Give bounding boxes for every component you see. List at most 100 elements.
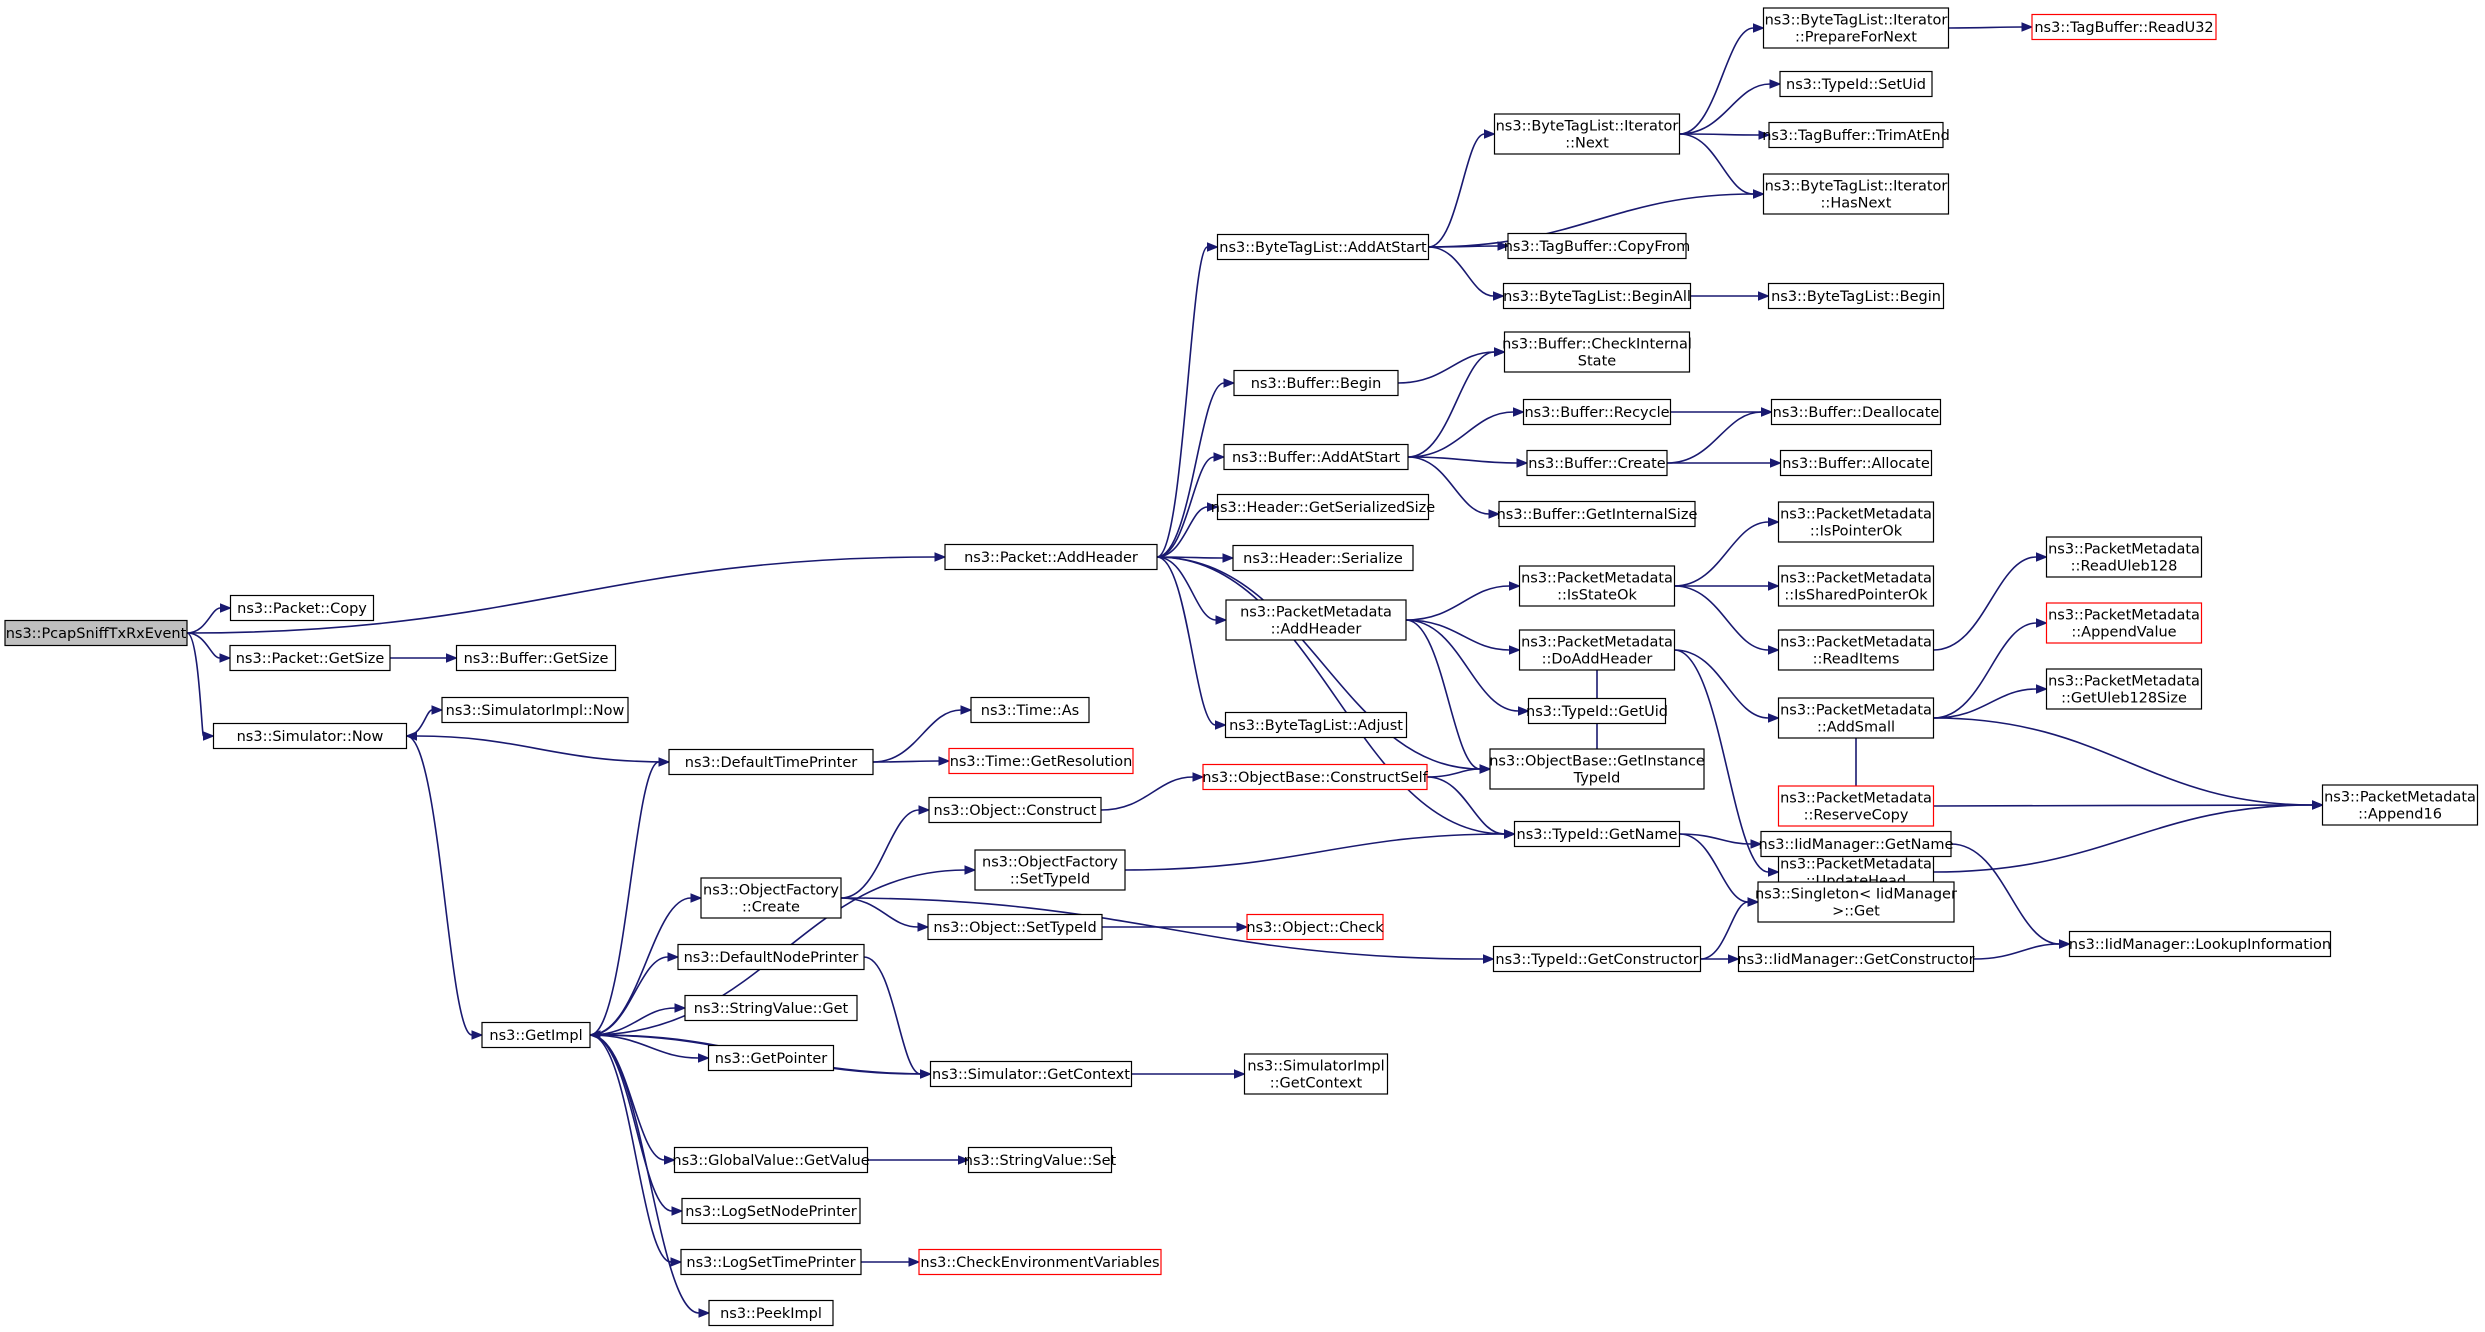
- graph-node[interactable]: ns3::IidManager::LookupInformation: [2068, 930, 2332, 958]
- graph-node[interactable]: ns3::LogSetNodePrinter: [681, 1197, 861, 1225]
- graph-node[interactable]: ns3::Simulator::GetContext: [929, 1060, 1133, 1088]
- graph-node[interactable]: ns3::Buffer::Begin: [1233, 369, 1399, 397]
- graph-node[interactable]: ns3::TagBuffer::TrimAtEnd: [1762, 121, 1950, 149]
- graph-node[interactable]: ns3::PacketMetadata::IsStateOk: [1518, 565, 1676, 607]
- graph-node[interactable]: ns3::DefaultNodePrinter: [677, 943, 865, 971]
- graph-node[interactable]: ns3::Buffer::GetInternalSize: [1497, 500, 1698, 528]
- graph-node[interactable]: ns3::ByteTagList::AddAtStart: [1216, 233, 1430, 261]
- graph-node[interactable]: ns3::TagBuffer::ReadU32: [2031, 13, 2217, 41]
- graph-node[interactable]: ns3::PcapSniffTxRxEvent: [4, 619, 188, 647]
- graph-node[interactable]: ns3::Singleton< IidManager >::Get: [1755, 881, 1957, 923]
- edge-arrowhead: [1484, 129, 1496, 139]
- node-box: [1225, 599, 1407, 641]
- graph-node[interactable]: ns3::SimulatorImpl::GetContext: [1243, 1053, 1389, 1095]
- graph-node[interactable]: ns3::LogSetTimePrinter: [680, 1248, 862, 1276]
- node-box: [1232, 544, 1414, 572]
- call-edge: [405, 731, 670, 763]
- graph-node[interactable]: ns3::PacketMetadata::Append16: [2321, 784, 2479, 826]
- node-label: ns3::Simulator::Now: [237, 729, 384, 745]
- graph-node[interactable]: ns3::Buffer::Allocate: [1779, 449, 1933, 477]
- node-label: ns3::TypeId::GetName: [1517, 827, 1678, 843]
- graph-node[interactable]: ns3::PacketMetadata::GetUleb128Size: [2045, 668, 2203, 710]
- graph-node[interactable]: ns3::Header::Serialize: [1232, 544, 1414, 572]
- edge-arrowhead: [220, 603, 232, 613]
- graph-node[interactable]: ns3::Buffer::GetSize: [455, 644, 617, 672]
- graph-node[interactable]: ns3::Buffer::Deallocate: [1770, 398, 1942, 426]
- graph-node[interactable]: ns3::Buffer::AddAtStart: [1223, 443, 1409, 471]
- graph-node[interactable]: ns3::Time::As: [970, 696, 1090, 724]
- call-edge: [589, 1034, 711, 1318]
- graph-node[interactable]: ns3::PacketMetadata::IsPointerOk: [1777, 501, 1935, 543]
- graph-node[interactable]: ns3::ByteTagList::BeginAll: [1502, 282, 1692, 310]
- node-box: [1737, 945, 1975, 973]
- graph-node[interactable]: ns3::Buffer::Recycle: [1522, 398, 1672, 426]
- graph-node[interactable]: ns3::ByteTagList::Begin: [1767, 282, 1945, 310]
- graph-node[interactable]: ns3::TypeId::GetName: [1513, 820, 1681, 848]
- graph-node[interactable]: ns3::CheckEnvironmentVariables: [918, 1248, 1162, 1276]
- graph-node[interactable]: ns3::ByteTagList::Adjust: [1224, 711, 1408, 739]
- edge-arrowhead: [1768, 581, 1780, 591]
- edge-arrowhead: [1213, 452, 1226, 462]
- graph-node[interactable]: ns3::ObjectBase::ConstructSelf: [1202, 763, 1429, 791]
- node-box: [1526, 449, 1668, 477]
- edge-arrowhead: [917, 922, 930, 932]
- call-edge: [1674, 585, 1780, 655]
- graph-node[interactable]: ns3::PacketMetadata::AddSmall: [1777, 697, 1935, 739]
- edge-arrowhead: [1761, 407, 1773, 417]
- graph-node[interactable]: ns3::GetPointer: [707, 1044, 835, 1072]
- graph-node[interactable]: ns3::ObjectFactory::Create: [700, 877, 842, 919]
- graph-node[interactable]: ns3::Packet::AddHeader: [944, 543, 1158, 571]
- graph-node[interactable]: ns3::TypeId::SetUid: [1779, 70, 1933, 98]
- edge-arrowhead: [1768, 517, 1780, 527]
- graph-node[interactable]: ns3::ByteTagList::Iterator::Next: [1493, 113, 1681, 155]
- graph-node[interactable]: ns3::TypeId::GetUid: [1526, 697, 1668, 725]
- node-label: ns3::PacketMetadata: [1780, 635, 1932, 651]
- node-box: [1216, 233, 1430, 261]
- graph-node[interactable]: ns3::Packet::GetSize: [229, 644, 391, 672]
- graph-node[interactable]: ns3::DefaultTimePrinter: [668, 748, 874, 776]
- graph-node[interactable]: ns3::IidManager::GetName: [1759, 830, 1954, 858]
- node-label: ns3::Object::Check: [1246, 920, 1384, 936]
- graph-node[interactable]: ns3::Time::GetResolution: [948, 747, 1134, 775]
- edge-line: [1426, 768, 1481, 778]
- graph-node[interactable]: ns3::GetImpl: [481, 1021, 591, 1049]
- graph-node[interactable]: ns3::StringValue::Set: [964, 1146, 1117, 1174]
- graph-node[interactable]: ns3::PeekImpl: [708, 1299, 834, 1327]
- graph-node[interactable]: ns3::Object::Construct: [928, 796, 1102, 824]
- graph-node[interactable]: ns3::Object::SetTypeId: [927, 913, 1103, 941]
- edge-arrowhead: [658, 757, 671, 767]
- graph-node[interactable]: ns3::StringValue::Get: [684, 994, 858, 1022]
- graph-node[interactable]: ns3::Header::GetSerializedSize: [1211, 493, 1436, 521]
- edge-line: [1156, 556, 1505, 835]
- graph-node[interactable]: ns3::PacketMetadata::DoAddHeader: [1518, 629, 1676, 671]
- graph-node[interactable]: ns3::TagBuffer::CopyFrom: [1504, 232, 1691, 260]
- graph-node[interactable]: ns3::Packet::Copy: [229, 594, 375, 622]
- graph-node[interactable]: ns3::PacketMetadata::AppendValue: [2045, 602, 2203, 644]
- graph-node[interactable]: ns3::Object::Check: [1246, 913, 1384, 941]
- edge-line: [1426, 776, 1505, 835]
- graph-node[interactable]: ns3::PacketMetadata::AddHeader: [1225, 599, 1407, 641]
- graph-node[interactable]: ns3::PacketMetadata::ReadItems: [1777, 629, 1935, 671]
- node-label: ::AppendValue: [2071, 625, 2176, 641]
- graph-node[interactable]: ns3::SimulatorImpl::Now: [441, 696, 629, 724]
- graph-node[interactable]: ns3::PacketMetadata::IsSharedPointerOk: [1777, 565, 1935, 607]
- graph-node[interactable]: ns3::TypeId::GetConstructor: [1492, 945, 1702, 973]
- node-label: ns3::ByteTagList::Iterator: [1765, 13, 1948, 29]
- graph-node[interactable]: ns3::ByteTagList::Iterator::PrepareForNe…: [1762, 7, 1950, 49]
- graph-node[interactable]: ns3::Buffer::Create: [1526, 449, 1668, 477]
- graph-node[interactable]: ns3::ByteTagList::Iterator::HasNext: [1762, 173, 1950, 215]
- edge-line: [1674, 521, 1769, 587]
- graph-node[interactable]: ns3::PacketMetadata::ReadUleb128: [2045, 536, 2203, 578]
- call-edge: [840, 805, 931, 899]
- graph-node[interactable]: ns3::Simulator::Now: [212, 722, 408, 750]
- graph-node[interactable]: ns3::ObjectFactory::SetTypeId: [974, 849, 1126, 891]
- node-box: [948, 747, 1134, 775]
- graph-node[interactable]: ns3::IidManager::GetConstructor: [1737, 945, 1975, 973]
- edge-line: [1950, 843, 2060, 945]
- edge-arrowhead: [1192, 772, 1205, 782]
- graph-node[interactable]: ns3::GlobalValue::GetValue: [672, 1146, 870, 1174]
- graph-node[interactable]: ns3::PacketMetadata::ReserveCopy: [1777, 785, 1935, 827]
- edge-arrowhead: [908, 1257, 921, 1267]
